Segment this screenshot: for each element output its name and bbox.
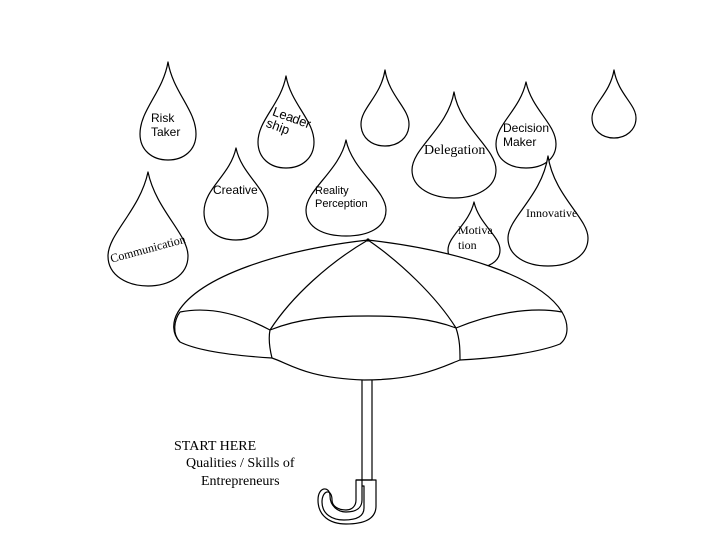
drop-communication: Communication [107,171,189,287]
drop-risk-taker: Risk Taker [139,61,197,161]
caption-start-here: START HERE [174,439,256,454]
drop-label-taker: Taker [151,125,180,139]
drop-innovative: Innovative [507,155,589,267]
drop-motivation: Motiva tion [447,201,501,269]
drop-label-risk: Risk [151,111,175,125]
drop-leadership: Lea der ship [257,75,315,169]
umbrella-handle [317,377,377,525]
drop-creative: Creative [203,147,269,241]
caption: START HERE Qualities / Skills of Entrepr… [174,439,295,489]
umbrella-canopy [173,238,568,381]
drop-label-tion: tion [458,238,477,252]
drop-label-innovative: Innovative [526,206,577,220]
drop-label-der: der [290,111,313,132]
caption-qualities: Qualities / Skills of [186,456,295,471]
drop-label-delegation: Delegation [424,143,485,158]
drop-label-decision: Decision [503,121,549,135]
drop-delegation: Delegation [411,91,497,199]
drop-label-lea: Lea [271,104,297,126]
drop-label-reality: Reality [315,185,349,197]
drop-decision-maker: Decision Maker [495,81,557,169]
umbrella [173,238,568,525]
caption-entrepreneurs: Entrepreneurs [201,474,280,489]
drop-label-maker: Maker [503,135,536,149]
drop-empty-2 [591,69,637,139]
drop-label-creative: Creative [213,183,258,197]
drop-label-perception: Perception [315,198,368,210]
umbrella-tip [366,238,370,242]
drop-label-motiva: Motiva [458,223,493,237]
drop-reality-perception: Reality Perception [305,139,387,237]
drop-empty-1 [360,69,410,147]
